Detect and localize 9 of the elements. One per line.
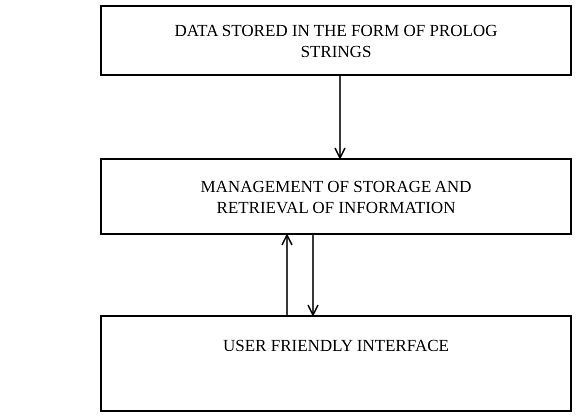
arrow [334,76,346,159]
arrow [307,235,319,316]
arrow [281,234,293,315]
box-label: DATA STORED IN THE FORM OF PROLOG STRINGS [174,20,498,62]
process-box [100,315,572,412]
box-label: USER FRIENDLY INTERFACE [222,335,450,356]
process-box [100,5,572,76]
process-box [100,158,572,235]
box-label: MANAGEMENT OF STORAGE AND RETRIEVAL OF INFORMATION [200,176,472,218]
